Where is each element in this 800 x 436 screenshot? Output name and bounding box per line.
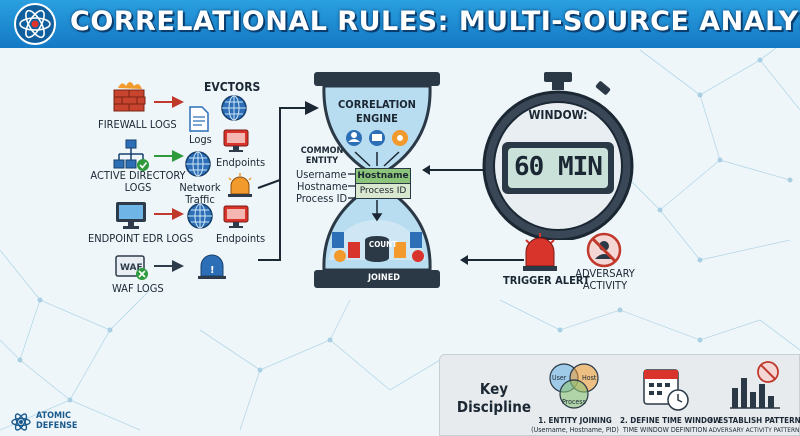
- step-1-title: 1. ENTITY JOINING: [538, 416, 612, 425]
- step-3-sub: ADVERSARY ACTIVITY PATTERN: [708, 426, 800, 434]
- source-label-endpoint-edr: ENDPOINT EDR LOGS: [88, 232, 194, 245]
- common-entity-title: COMMON ENTITY: [300, 146, 344, 166]
- entity-field-hostname: Hostname: [297, 180, 348, 193]
- key-discipline-title: Key Discipline: [456, 380, 532, 416]
- band-process-id: Process ID: [355, 184, 411, 199]
- firewall-icon: [113, 82, 146, 112]
- globe-icon: [185, 151, 211, 177]
- endpoint-monitor-icon: [223, 129, 249, 152]
- trigger-alert-label: TRIGGER ALERT: [503, 274, 590, 287]
- entity-field-process-id: Process ID: [296, 192, 348, 205]
- network-hierarchy-icon: [113, 139, 149, 171]
- window-value: 60 MIN: [514, 152, 603, 182]
- calendar-clock-icon: [643, 369, 689, 411]
- atomic-defense-logo-text: ATOMIC DEFENSE: [36, 411, 78, 431]
- step-3-title: 3. ESTABLISH PATTERN: [708, 416, 800, 425]
- source-label-active-directory: ACTIVE DIRECTORY LOGS: [90, 169, 186, 194]
- endpoint-monitor-icon: [223, 205, 249, 228]
- band-hostname: Hostname: [355, 168, 411, 184]
- document-icon: [189, 106, 209, 132]
- adversary-blocked-icon: [586, 232, 622, 268]
- globe-icon: [221, 95, 247, 121]
- evctors-title: EVCTORS: [204, 80, 261, 94]
- source-label-firewall: FIREWALL LOGS: [98, 118, 177, 131]
- window-to-engine-arrow: [422, 165, 486, 175]
- alarm-light-icon: [228, 173, 252, 197]
- svg-text:!: !: [210, 265, 215, 276]
- engine-band: Hostname Process ID: [355, 168, 411, 199]
- siren-icon: [523, 233, 557, 271]
- svg-text:WAF: WAF: [120, 263, 143, 273]
- evctor-label-logs: Logs: [189, 133, 212, 146]
- evctor-label-endpoints-1: Endpoints: [216, 156, 266, 169]
- waf-icon: WAF: [115, 255, 148, 280]
- entity-field-username: Username: [296, 168, 347, 181]
- count-label: COUNT: [368, 240, 398, 249]
- window-label: WINDOW:: [528, 108, 588, 122]
- adversary-activity-label: ADVERSARY ACTIVITY: [575, 267, 635, 292]
- step-1-sub: (Username, Hostname, PID): [531, 426, 619, 434]
- step-2-title: 2. DEFINE TIME WINDOW: [620, 416, 722, 425]
- source-arrows: [154, 96, 184, 272]
- engine-title: CORRELATION ENGINE: [338, 98, 416, 125]
- atom-icon: [14, 3, 56, 45]
- evctor-to-engine-arrows: [257, 101, 319, 261]
- atomic-defense-logo-icon: [11, 413, 31, 431]
- key-discipline-panel: [439, 354, 800, 436]
- bar-chart-pattern-icon: [730, 361, 780, 409]
- page-title: CORRELATIONAL RULES: MULTI-SOURCE ANALYS…: [70, 6, 800, 37]
- venn-host: Host: [582, 374, 597, 382]
- source-label-waf: WAF LOGS: [112, 282, 164, 295]
- step-2-sub: TIME WINDOW DEFINITION: [622, 426, 708, 434]
- joined-label: JOINED: [368, 273, 400, 283]
- venn-diagram-icon: [549, 363, 599, 409]
- alert-to-engine-arrow: [460, 255, 524, 265]
- venn-process: Process: [562, 398, 586, 406]
- venn-user: User: [552, 374, 567, 382]
- globe-icon: [187, 203, 213, 229]
- alert-beacon-icon: !: [198, 254, 226, 279]
- monitor-icon: [116, 202, 146, 229]
- stopwatch-icon: [482, 72, 634, 240]
- evctor-label-network-traffic: Network Traffic: [179, 181, 221, 206]
- header-bar: [0, 0, 800, 48]
- evctor-label-endpoints-2: Endpoints: [216, 232, 266, 245]
